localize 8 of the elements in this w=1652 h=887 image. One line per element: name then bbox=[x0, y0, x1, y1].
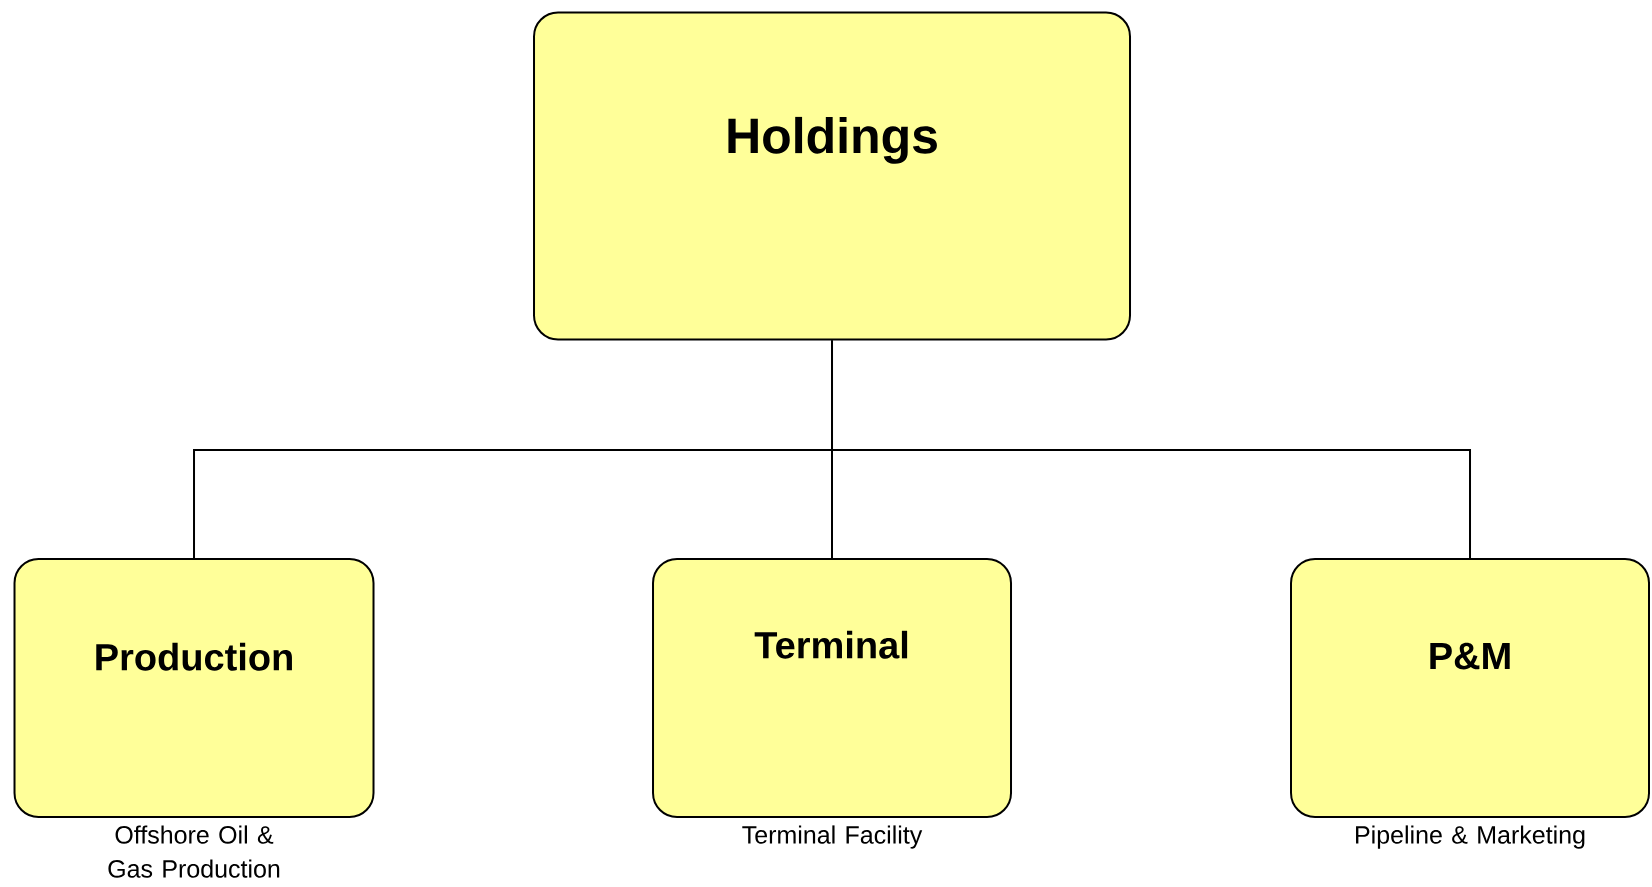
org-box: Holdings bbox=[533, 11, 1131, 341]
node-label: Offshore Oil & Gas Production bbox=[108, 825, 280, 878]
org-box: P&M bbox=[1290, 558, 1650, 818]
org-box: Production bbox=[13, 558, 375, 818]
org-box: Terminal bbox=[652, 558, 1012, 818]
connector bbox=[831, 339, 1471, 559]
node-label: Pipeline & Marketing bbox=[1356, 825, 1585, 849]
node-label: Terminal Facility bbox=[742, 825, 923, 849]
